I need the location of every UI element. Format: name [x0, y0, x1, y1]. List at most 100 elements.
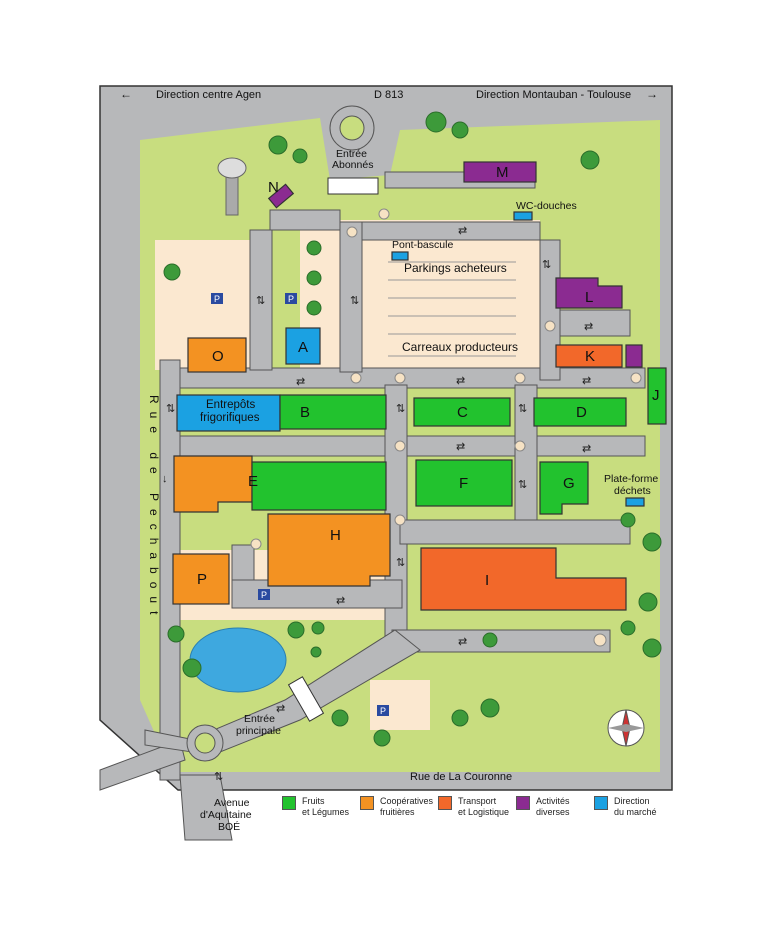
pont-bascule-block[interactable]: [391, 251, 409, 261]
svg-text:↓: ↓: [162, 473, 168, 485]
dechets-block[interactable]: [625, 497, 645, 507]
svg-text:⇄: ⇄: [582, 375, 591, 387]
svg-text:⇄: ⇄: [582, 443, 591, 455]
building-g[interactable]: [539, 461, 589, 515]
road-label-avenue-1: Avenue: [214, 797, 250, 809]
letter-d: D: [576, 404, 587, 421]
svg-text:⇅: ⇅: [518, 479, 527, 491]
parking-icons: [211, 293, 389, 716]
letter-l: L: [585, 289, 593, 306]
gate-abonnes[interactable]: [327, 177, 379, 195]
letter-h: H: [330, 527, 341, 544]
wc-douches-block[interactable]: [513, 211, 533, 221]
building-h[interactable]: [267, 513, 391, 587]
building-d[interactable]: [533, 397, 627, 427]
building-m[interactable]: [463, 161, 537, 183]
svg-text:⇅: ⇅: [350, 295, 359, 307]
letter-o: O: [212, 348, 224, 365]
label-dechets-1: Plate-forme: [604, 473, 658, 485]
svg-text:⇅: ⇅: [256, 295, 265, 307]
legend-label: Fruits: [302, 796, 325, 806]
avenue-road: [179, 774, 233, 841]
building-i[interactable]: [420, 547, 627, 611]
legend-label: du marché: [614, 807, 657, 817]
building-c[interactable]: [413, 397, 511, 427]
parking-p-2: P: [288, 294, 294, 304]
svg-text:⇄: ⇄: [276, 703, 285, 715]
building-j[interactable]: [647, 367, 667, 425]
letter-a: A: [298, 339, 308, 356]
building-l[interactable]: [555, 277, 623, 309]
building-o[interactable]: [187, 337, 247, 373]
entree-abonnes-2: Abonnés: [332, 159, 373, 171]
legend-label: et Légumes: [302, 807, 350, 817]
letter-e: E: [248, 473, 258, 490]
road-label-couronne: Rue de La Couronne: [410, 771, 512, 783]
legend-label: diverses: [536, 807, 570, 817]
letter-f: F: [459, 475, 468, 492]
building-n[interactable]: [267, 183, 295, 209]
svg-text:⇄: ⇄: [336, 595, 345, 607]
arrow-left-icon: ←: [120, 87, 132, 101]
letter-m: M: [496, 164, 509, 181]
roundabout-south-center: [194, 732, 216, 754]
letter-c: C: [457, 404, 468, 421]
svg-text:⇅: ⇅: [166, 403, 175, 415]
road-label-d813: D 813: [374, 89, 403, 101]
road-label-avenue-2: d'Aquitaine: [200, 809, 252, 821]
roundabout-north-center: [339, 115, 365, 141]
legend-label: fruitières: [380, 807, 415, 817]
building-e[interactable]: [173, 455, 253, 513]
parking-p-3: P: [261, 590, 267, 600]
label-parkings: Parkings acheteurs: [404, 261, 507, 275]
building-f[interactable]: [415, 459, 513, 507]
label-dechets-2: déchets: [614, 485, 651, 497]
gate-principale[interactable]: [287, 676, 325, 722]
svg-text:⇄: ⇄: [584, 321, 593, 333]
parking-p-1: P: [214, 294, 220, 304]
label-entrepots-2: frigorifiques: [200, 412, 260, 424]
road-label-agen: Direction centre Agen: [156, 89, 261, 101]
building-k-annex[interactable]: [625, 344, 643, 368]
building-entrepots[interactable]: [176, 394, 281, 432]
legend-label: Transport: [458, 796, 497, 806]
compass-icon: [607, 709, 645, 747]
label-carreaux: Carreaux producteurs: [402, 340, 518, 354]
legend-swatch: [516, 796, 530, 810]
road-nodes: [250, 208, 642, 647]
svg-text:⇅: ⇅: [396, 403, 405, 415]
road-label-pechabout: Rue de Pechabout: [147, 395, 161, 622]
building-b[interactable]: [279, 394, 387, 430]
letter-b: B: [300, 404, 310, 421]
letter-p: P: [197, 571, 207, 588]
label-wc: WC-douches: [516, 200, 577, 212]
pond: [189, 627, 287, 693]
legend-label: Direction: [614, 796, 650, 806]
building-p[interactable]: [172, 553, 230, 605]
building-e-green[interactable]: [251, 461, 387, 511]
arrow-right-icon: →: [646, 87, 658, 101]
entree-principale-1: Entrée: [244, 713, 275, 725]
trees: [163, 111, 662, 747]
west-approach: [99, 739, 186, 791]
legend-swatch: [438, 796, 452, 810]
svg-text:⇄: ⇄: [296, 376, 305, 388]
legend-label: et Logistique: [458, 807, 510, 817]
svg-text:⇅: ⇅: [518, 403, 527, 415]
letter-n: N: [268, 179, 279, 196]
road-label-montauban: Direction Montauban - Toulouse: [476, 89, 631, 101]
traffic-arrows: ⇄⇄ ⇄⇄ ⇄⇄ ⇄⇄ ⇄⇄ ⇅⇅ ⇅⇅ ⇅⇅ ⇅⇅ ⇅↓: [162, 225, 593, 783]
building-a[interactable]: [285, 327, 321, 365]
label-pont-bascule: Pont-bascule: [392, 239, 453, 251]
svg-text:⇄: ⇄: [456, 441, 465, 453]
letter-g: G: [563, 475, 575, 492]
svg-text:⇄: ⇄: [456, 375, 465, 387]
building-k[interactable]: [555, 344, 623, 368]
